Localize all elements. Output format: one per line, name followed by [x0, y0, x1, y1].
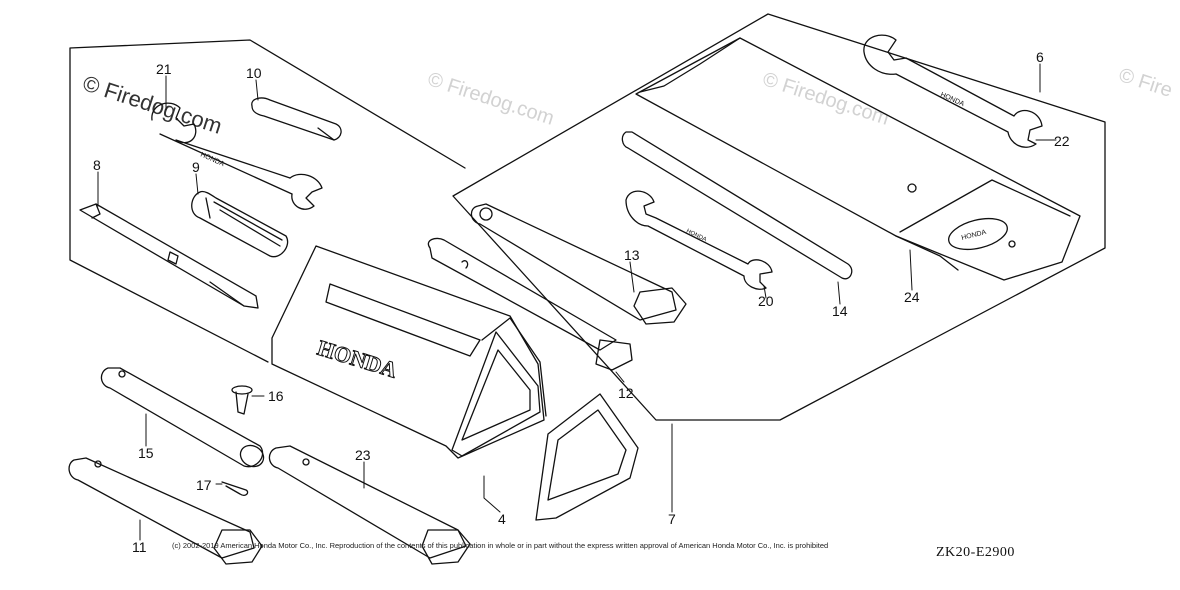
part-number: 23: [355, 447, 371, 463]
part-number: 12: [618, 385, 634, 401]
part-number: 24: [904, 289, 920, 305]
svg-text:HONDA: HONDA: [939, 91, 965, 108]
svg-text:HONDA: HONDA: [961, 229, 988, 242]
part-number: 20: [758, 293, 774, 309]
clip-17: [221, 481, 249, 496]
wrench-6: HONDA: [863, 34, 1043, 148]
part-number: 13: [624, 247, 640, 263]
group-outline-right: [452, 13, 1106, 421]
pin-16: [231, 385, 253, 415]
plug-wrench-13: [470, 203, 687, 325]
copyright-notice: (c) 2002-2019 American Honda Motor Co., …: [172, 541, 829, 550]
tool-roll-24: HONDA: [635, 37, 1081, 281]
part-number: 21: [156, 61, 172, 77]
diagram-code: ZK20-E2900: [936, 545, 1015, 560]
screwdriver-handle-9: [191, 190, 289, 258]
wrench-21: HONDA: [151, 102, 323, 210]
part-number: 22: [1054, 133, 1070, 149]
part-number: 7: [668, 511, 676, 527]
part-number: 15: [138, 445, 154, 461]
tool-case-4: HONDA: [271, 245, 639, 521]
svg-text:HONDA: HONDA: [685, 228, 707, 243]
pipe-15: [100, 367, 265, 468]
case-brand-logo: HONDA: [315, 335, 401, 383]
part-number: 9: [192, 159, 200, 175]
part-number: 8: [93, 157, 101, 173]
screwdriver-8: [79, 203, 259, 309]
plug-wrench-11: [68, 457, 263, 565]
part-number: 14: [832, 303, 848, 319]
handle-10: [251, 97, 342, 141]
leader-lines: [97, 63, 1057, 541]
part-number-labels: 21 10 8 9 6 22 13 12 20 14 24 15 16 17 2…: [93, 49, 1070, 555]
box-wrench-12: [427, 237, 633, 371]
part-number: 4: [498, 511, 506, 527]
plug-wrench-23: [268, 445, 471, 565]
part-number: 10: [246, 65, 262, 81]
part-number: 17: [196, 477, 212, 493]
wrench-20: HONDA: [625, 190, 773, 290]
rod-14: [621, 131, 853, 280]
part-number: 11: [132, 539, 147, 555]
group-outline-left: [69, 39, 466, 363]
part-number: 16: [268, 388, 284, 404]
part-number: 6: [1036, 49, 1044, 65]
svg-text:HONDA: HONDA: [199, 151, 225, 168]
